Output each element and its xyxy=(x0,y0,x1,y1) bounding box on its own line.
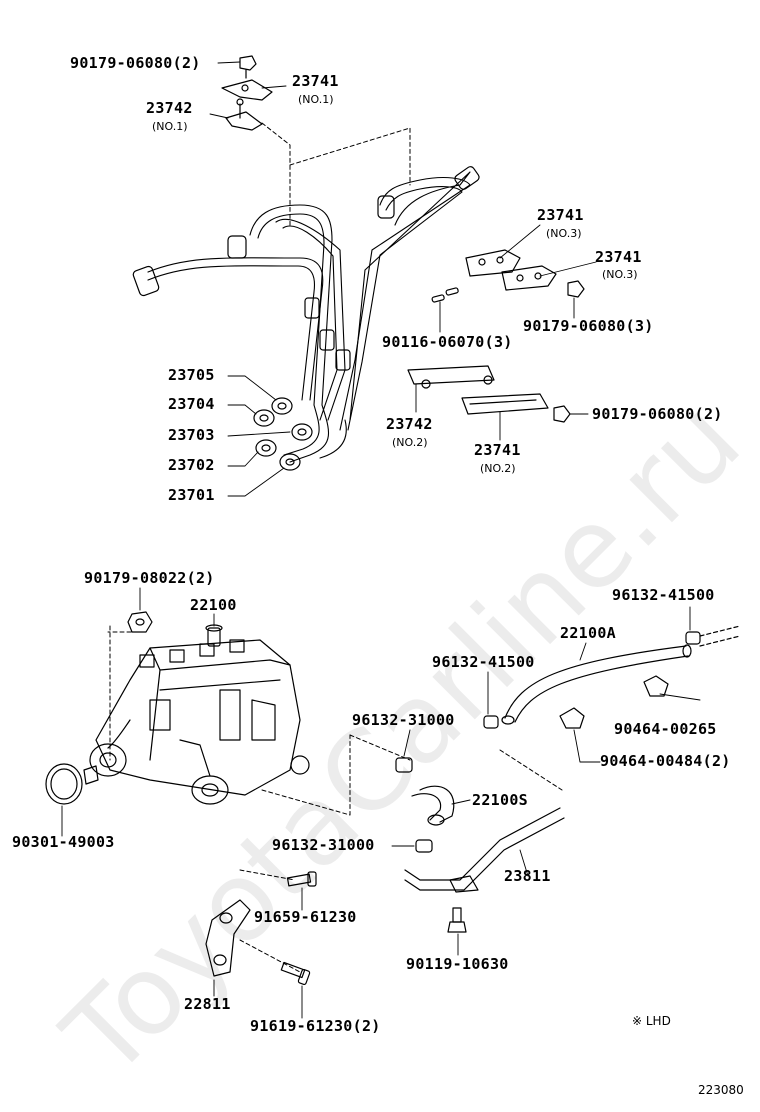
hose-clamps-90464 xyxy=(559,675,669,729)
bolts-90116-06070 xyxy=(431,287,459,303)
bolt-91619-61230 xyxy=(280,961,311,985)
label-23704: 23704 xyxy=(168,395,215,413)
bolt-90119-10630 xyxy=(447,907,467,933)
upper-leader-lines xyxy=(209,61,597,497)
label-90179-06080-2-top: 90179-06080(2) xyxy=(70,54,201,72)
nut-90179-06080-no2 xyxy=(553,405,571,423)
label-96132-31000-a: 96132-31000 xyxy=(352,711,455,729)
label-90301-49003: 90301-49003 xyxy=(12,833,115,851)
label-23703: 23703 xyxy=(168,426,215,444)
label-90116-06070-3: 90116-06070(3) xyxy=(382,333,513,351)
lower-leader-lines xyxy=(61,587,701,1019)
nut-90179-08022 xyxy=(127,611,153,633)
injection-pump-22100 xyxy=(83,624,310,805)
clamp-23742-no1 xyxy=(225,98,263,131)
clamp-23741-no3 xyxy=(465,249,557,291)
label-90119-10630: 90119-10630 xyxy=(406,955,509,973)
label-96132-41500-b: 96132-41500 xyxy=(432,653,535,671)
label-22100s: 22100S xyxy=(472,791,528,809)
label-23742-no1: 23742 xyxy=(146,99,193,117)
label-23742-no2: 23742 xyxy=(386,415,433,433)
clamp-23741-no1 xyxy=(221,79,273,101)
hose-22100s xyxy=(411,785,455,826)
label-23702: 23702 xyxy=(168,456,215,474)
label-23701: 23701 xyxy=(168,486,215,504)
lhd-legend: ※ LHD xyxy=(632,1014,671,1028)
label-90179-06080-3: 90179-06080(3) xyxy=(523,317,654,335)
label-23742-no1-sub: (NO.1) xyxy=(152,120,188,133)
label-23741-no1: 23741 xyxy=(292,72,339,90)
label-23741-no2-sub: (NO.2) xyxy=(480,462,516,475)
hose-22100a xyxy=(501,644,692,725)
nut-90179-06080-top xyxy=(239,55,257,79)
label-23811: 23811 xyxy=(504,867,551,885)
label-23741-no3-a: 23741 xyxy=(537,206,584,224)
label-23705: 23705 xyxy=(168,366,215,384)
clip-96132-31000 xyxy=(395,757,433,853)
label-23741-no3-b-sub: (NO.3) xyxy=(602,268,638,281)
label-22100: 22100 xyxy=(190,596,237,614)
pipe-end-fittings xyxy=(132,166,480,371)
o-ring-90301-49003 xyxy=(45,763,83,805)
label-22811: 22811 xyxy=(184,995,231,1013)
label-90179-08022-2: 90179-08022(2) xyxy=(84,569,215,587)
lower-dashed-guides xyxy=(107,625,563,973)
hose-clip-96132-41500 xyxy=(483,625,741,729)
label-91659-61230: 91659-61230 xyxy=(254,908,357,926)
label-23741-no3-a-sub: (NO.3) xyxy=(546,227,582,240)
label-90464-00265: 90464-00265 xyxy=(614,720,717,738)
label-90464-00484-2: 90464-00484(2) xyxy=(600,752,731,770)
label-90179-06080-2-bottom: 90179-06080(2) xyxy=(592,405,723,423)
diagram-code: 223080 xyxy=(698,1083,744,1097)
clamp-23742-no2 xyxy=(407,365,495,389)
label-23742-no2-sub: (NO.2) xyxy=(392,436,428,449)
label-23741-no3-b: 23741 xyxy=(595,248,642,266)
upper-dashed-guides xyxy=(261,122,411,226)
label-91619-61230-2: 91619-61230(2) xyxy=(250,1017,381,1035)
pipe-union-nuts xyxy=(253,397,313,471)
nut-90179-06080-no3 xyxy=(567,280,585,298)
label-23741-no2: 23741 xyxy=(474,441,521,459)
bracket-22811 xyxy=(205,899,251,977)
bolt-91659-61230 xyxy=(286,871,317,887)
pipe-23811 xyxy=(404,807,565,893)
label-96132-31000-b: 96132-31000 xyxy=(272,836,375,854)
label-22100a: 22100A xyxy=(560,624,616,642)
label-96132-41500-a: 96132-41500 xyxy=(612,586,715,604)
label-23741-no1-sub: (NO.1) xyxy=(298,93,334,106)
clamp-23741-no2 xyxy=(461,393,549,415)
